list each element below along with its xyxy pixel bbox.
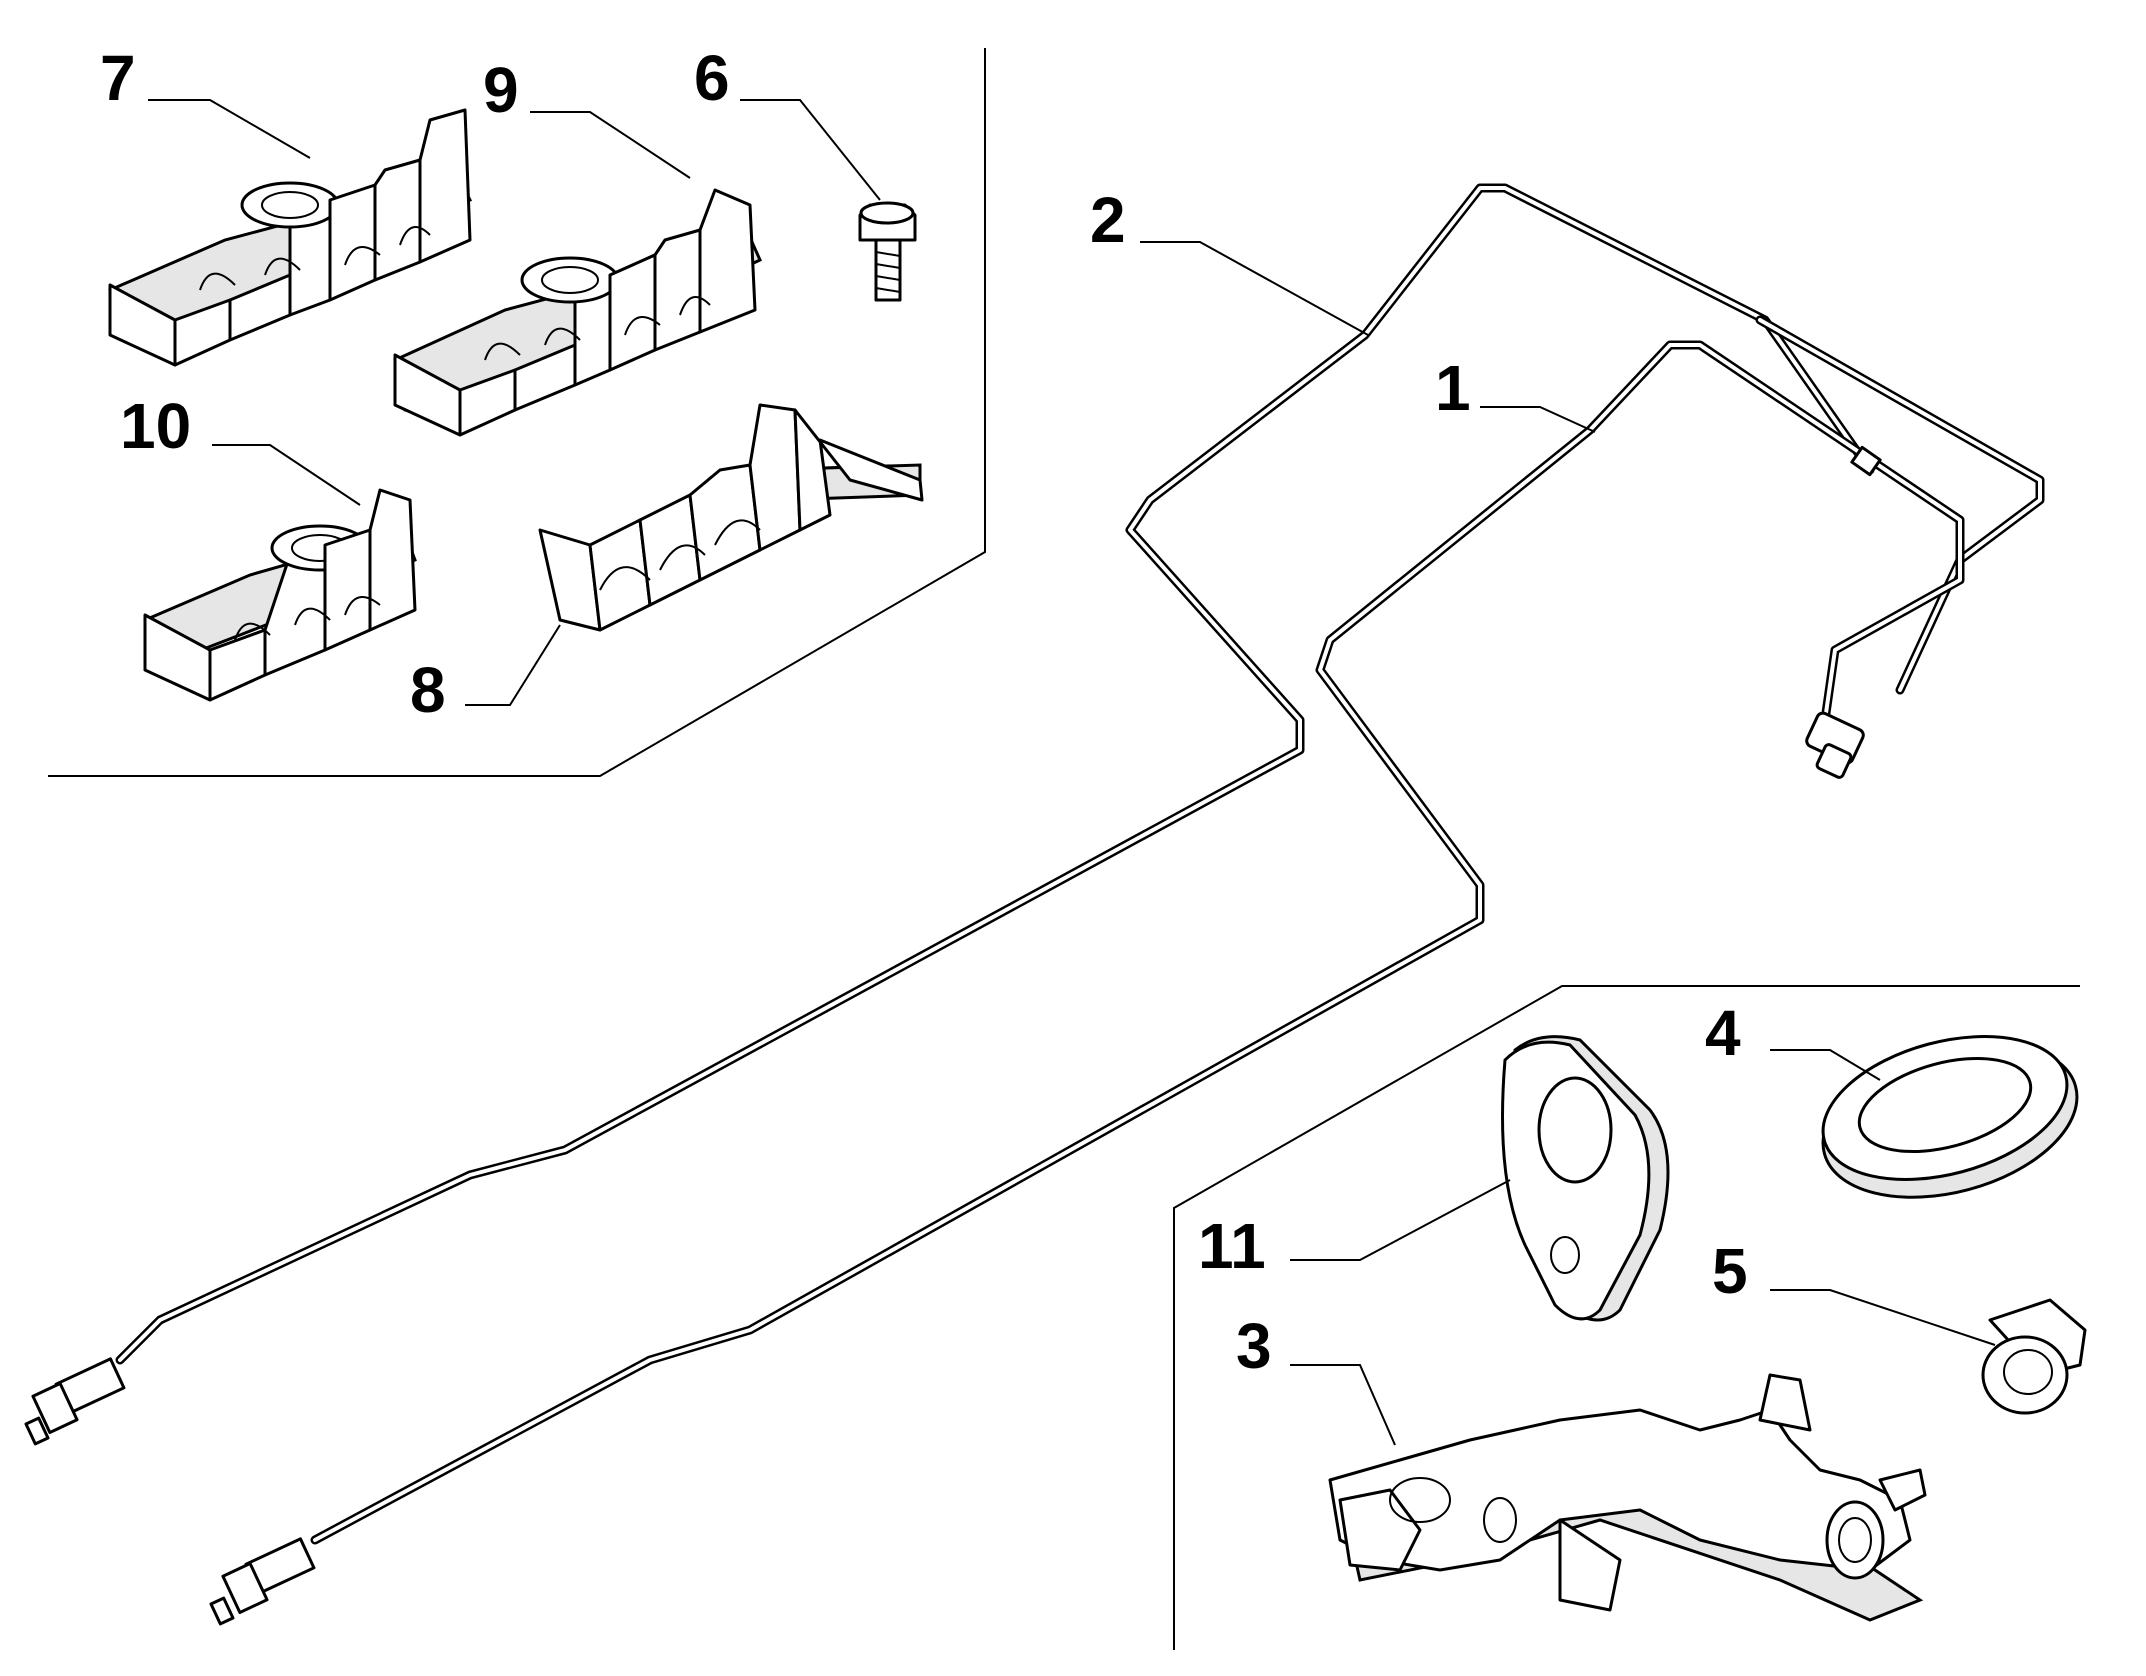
pipe-2-branch [1755,315,2045,695]
callout-1: 1 [1435,352,1471,424]
clip-part-9 [393,188,762,437]
grommet-part-4 [1821,1035,2079,1199]
pipe-1-end-fitting [209,1537,316,1626]
pipe-2-tip [1850,445,1882,477]
leader-8 [465,624,561,706]
pipe-top-fitting [1805,711,1865,779]
leader-11 [1290,1179,1511,1261]
bottom-right-group-frame [1173,985,2080,1650]
callout-5: 5 [1712,1235,1748,1307]
callout-8: 8 [410,654,446,726]
clip-part-10 [143,488,417,702]
callout-9: 9 [483,54,519,126]
callout-10: 10 [120,390,191,462]
bolt-part-6 [858,201,917,302]
leader-5 [1770,1289,1996,1346]
bracket-part-3 [1328,1373,1927,1622]
leader-7 [148,99,311,159]
pipe-2-end-fitting [24,1357,126,1446]
leader-2 [1140,241,1369,336]
clip-part-7 [108,108,473,367]
pipe-2 [115,183,1875,1365]
leader-4 [1770,1049,1881,1081]
clip-part-5 [1981,1298,2087,1415]
leader-9 [530,111,691,179]
callout-7: 7 [100,42,136,114]
leader-1 [1480,406,1596,433]
top-left-group-frame [48,48,986,777]
clip-part-8 [538,403,924,632]
leader-10 [212,444,361,506]
callout-6: 6 [694,42,730,114]
pipe-1 [310,340,1965,1545]
leader-3 [1290,1364,1396,1446]
callout-11: 11 [1198,1210,1266,1282]
callout-4: 4 [1705,997,1741,1069]
callout-3: 3 [1236,1310,1272,1382]
callout-2: 2 [1090,184,1126,256]
leader-6 [740,99,881,201]
grommet-part-11 [1501,1035,1670,1322]
